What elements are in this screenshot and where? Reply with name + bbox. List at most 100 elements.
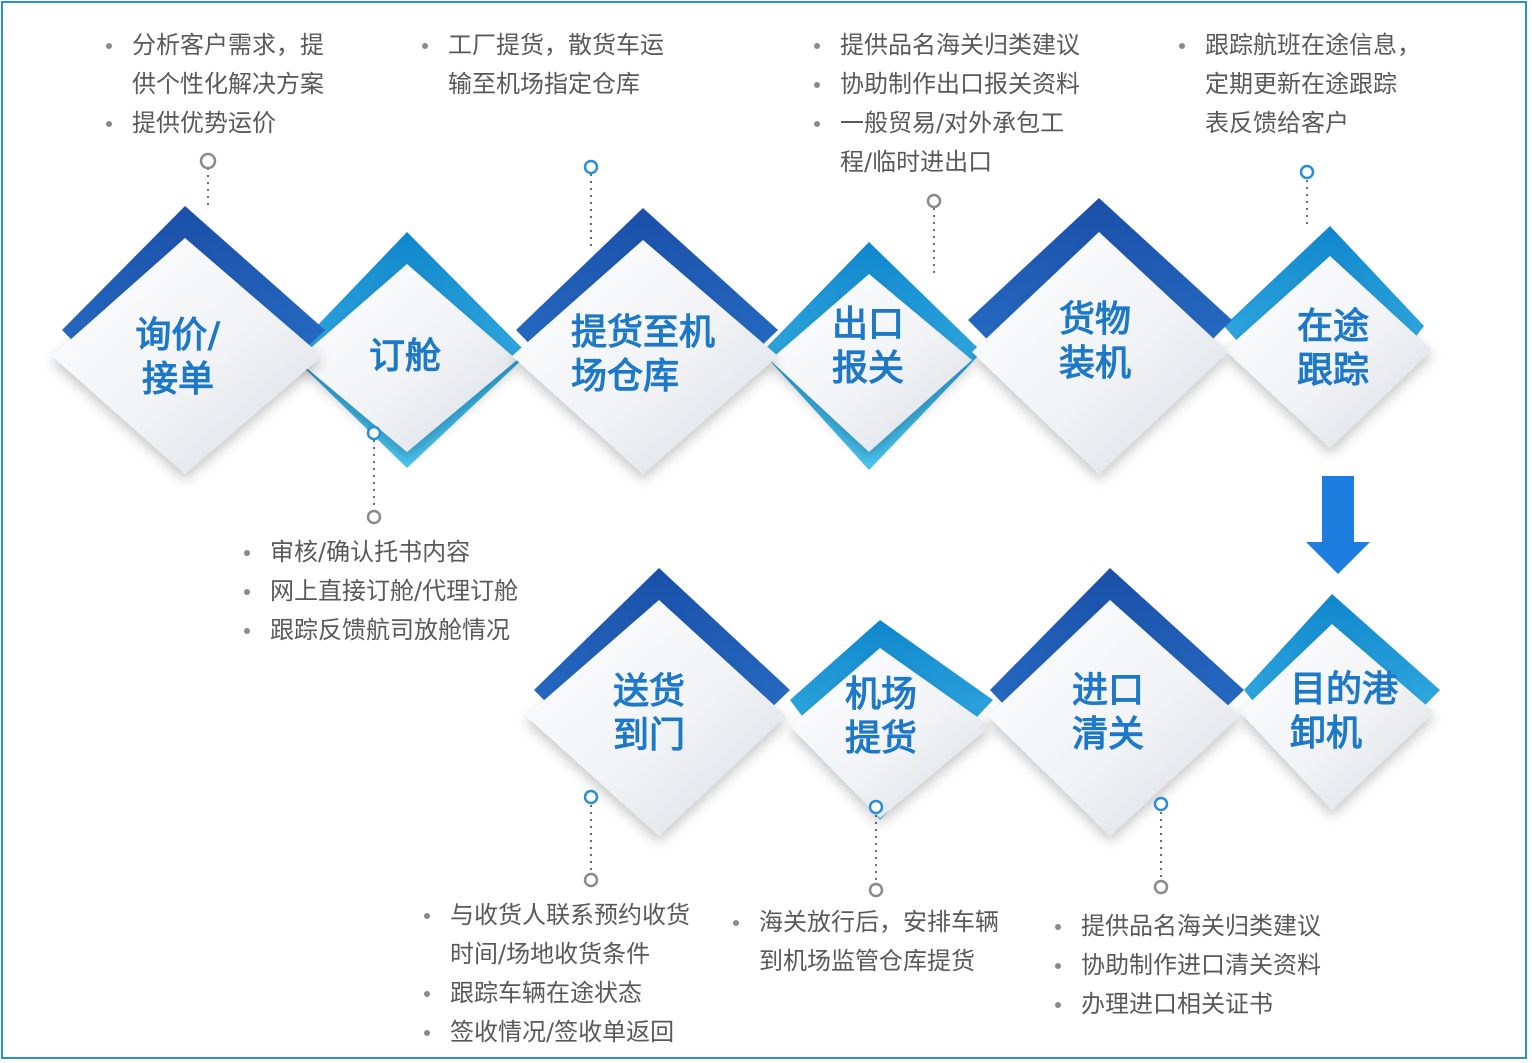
step-title-s4: 出口 报关 xyxy=(832,303,904,391)
step-title-s2: 订舱 xyxy=(369,335,441,379)
connector-dot-s10-top xyxy=(583,789,599,805)
connector-dot-s9-bottom xyxy=(868,882,884,898)
step-s5-diamond xyxy=(968,198,1232,474)
step-title-s8: 进口 清关 xyxy=(1072,669,1144,757)
note-line: 表反馈给客户 xyxy=(1205,109,1349,137)
note-item: 海关放行后，安排车辆 到机场监管仓库提货 xyxy=(731,903,1051,981)
note-line: 审核/确认托书内容 xyxy=(270,538,471,566)
note-item: 网上直接订舱/代理订舱 xyxy=(242,572,582,611)
note-line: 程/临时进出口 xyxy=(840,148,993,176)
note-s10: 与收货人联系预约收货 时间/场地收货条件 跟踪车辆在途状态 签收情况/签收单返回 xyxy=(422,896,742,1052)
step-title-s1: 询价/ 接单 xyxy=(135,314,220,402)
note-item: 工厂提货，散货车运 输至机场指定仓库 xyxy=(420,26,720,104)
step-s10-diamond xyxy=(526,568,790,836)
step-s8-diamond xyxy=(988,568,1244,836)
note-item: 与收货人联系预约收货 时间/场地收货条件 xyxy=(422,896,742,974)
step-title-line: 卸机 xyxy=(1289,713,1363,754)
note-line: 协助制作进口清关资料 xyxy=(1081,951,1321,979)
connector-dot-s10-bottom xyxy=(583,872,599,888)
step-title-line: 出口 xyxy=(831,304,905,345)
note-s2: 审核/确认托书内容 网上直接订舱/代理订舱 跟踪反馈航司放舱情况 xyxy=(242,533,582,650)
note-item: 提供品名海关归类建议 xyxy=(1053,907,1373,946)
step-title-line: 货物 xyxy=(1058,299,1132,340)
connector-dot-s2-top xyxy=(366,425,382,441)
note-item: 提供优势运价 xyxy=(104,104,394,143)
step-title-line: 接单 xyxy=(141,359,214,400)
step-title-line: 清关 xyxy=(1071,714,1145,755)
note-item: 跟踪车辆在途状态 xyxy=(422,974,742,1013)
step-title-s5: 货物 装机 xyxy=(1059,298,1131,386)
note-item: 跟踪反馈航司放舱情况 xyxy=(242,611,582,650)
step-title-line: 到门 xyxy=(612,715,686,756)
step-title-line: 目的港 xyxy=(1289,669,1399,710)
connector-dot-s2-bottom xyxy=(366,509,382,525)
note-s3: 工厂提货，散货车运 输至机场指定仓库 xyxy=(420,26,720,104)
note-line: 跟踪反馈航司放舱情况 xyxy=(270,616,510,644)
note-line: 与收货人联系预约收货 xyxy=(450,901,690,929)
note-line: 提供品名海关归类建议 xyxy=(1081,912,1321,940)
note-line: 时间/场地收货条件 xyxy=(450,940,651,968)
note-line: 跟踪车辆在途状态 xyxy=(450,979,642,1007)
note-line: 到机场监管仓库提货 xyxy=(759,947,975,975)
step-s4-diamond xyxy=(762,242,982,470)
connector-dot-s6 xyxy=(1299,164,1315,180)
step-title-line: 提货至机 xyxy=(570,312,716,353)
note-item: 分析客户需求，提 供个性化解决方案 xyxy=(104,26,394,104)
step-title-line: 提货 xyxy=(844,718,918,759)
step-title-line: 机场 xyxy=(844,674,918,715)
note-item: 办理进口相关证书 xyxy=(1053,985,1373,1024)
note-line: 一般贸易/对外承包工 xyxy=(840,109,1065,137)
note-line: 供个性化解决方案 xyxy=(132,70,324,98)
note-line: 工厂提货，散货车运 xyxy=(448,31,664,59)
connector-dot-s8-top xyxy=(1153,796,1169,812)
note-line: 跟踪航班在途信息， xyxy=(1205,31,1421,59)
connector-dot-s8-bottom xyxy=(1153,879,1169,895)
step-title-s10: 送货 到门 xyxy=(613,670,685,758)
note-item: 提供品名海关归类建议 xyxy=(812,26,1132,65)
note-line: 提供优势运价 xyxy=(132,109,276,137)
connector-lines xyxy=(207,168,1308,882)
note-item: 协助制作出口报关资料 xyxy=(812,65,1132,104)
note-item: 签收情况/签收单返回 xyxy=(422,1013,742,1052)
note-s6: 跟踪航班在途信息， 定期更新在途跟踪 表反馈给客户 xyxy=(1177,26,1477,143)
step-title-line: 询价/ xyxy=(135,315,221,356)
step-title-s7: 目的港 卸机 xyxy=(1290,668,1398,756)
note-s9: 海关放行后，安排车辆 到机场监管仓库提货 xyxy=(731,903,1051,981)
step-title-line: 装机 xyxy=(1058,343,1132,384)
step-title-s6: 在途 跟踪 xyxy=(1297,305,1369,393)
step-title-line: 送货 xyxy=(612,671,686,712)
connector-dot-s3 xyxy=(583,159,599,175)
note-s1: 分析客户需求，提 供个性化解决方案 提供优势运价 xyxy=(104,26,394,143)
note-line: 办理进口相关证书 xyxy=(1081,990,1273,1018)
step-title-line: 场仓库 xyxy=(570,356,680,397)
note-line: 网上直接订舱/代理订舱 xyxy=(270,577,519,605)
step-title-line: 在途 xyxy=(1296,306,1370,347)
connector-dot-s9-top xyxy=(868,799,884,815)
note-line: 定期更新在途跟踪 xyxy=(1205,70,1397,98)
note-line: 签收情况/签收单返回 xyxy=(450,1018,675,1046)
step-title-s9: 机场 提货 xyxy=(845,673,917,761)
connector-dots xyxy=(199,152,1315,898)
note-line: 输至机场指定仓库 xyxy=(448,70,640,98)
note-line: 分析客户需求，提 xyxy=(132,31,324,59)
note-item: 协助制作进口清关资料 xyxy=(1053,946,1373,985)
step-s2-diamond xyxy=(290,232,528,468)
note-s8: 提供品名海关归类建议 协助制作进口清关资料 办理进口相关证书 xyxy=(1053,907,1373,1024)
note-item: 一般贸易/对外承包工 程/临时进出口 xyxy=(812,104,1132,182)
note-s4: 提供品名海关归类建议 协助制作出口报关资料 一般贸易/对外承包工 程/临时进出口 xyxy=(812,26,1132,182)
step-s3-diamond xyxy=(512,208,778,474)
step-title-s3: 提货至机 场仓库 xyxy=(571,311,715,399)
step-title-line: 跟踪 xyxy=(1296,350,1370,391)
step-title-line: 报关 xyxy=(831,348,905,389)
step-s6-diamond xyxy=(1224,226,1432,448)
note-line: 协助制作出口报关资料 xyxy=(840,70,1080,98)
arrow-down-icon xyxy=(1306,476,1370,574)
connector-dot-s4 xyxy=(926,193,942,209)
note-item: 跟踪航班在途信息， 定期更新在途跟踪 表反馈给客户 xyxy=(1177,26,1477,143)
step-title-line: 进口 xyxy=(1071,670,1145,711)
note-item: 审核/确认托书内容 xyxy=(242,533,582,572)
note-line: 海关放行后，安排车辆 xyxy=(759,908,999,936)
step-s1-diamond xyxy=(52,206,325,474)
